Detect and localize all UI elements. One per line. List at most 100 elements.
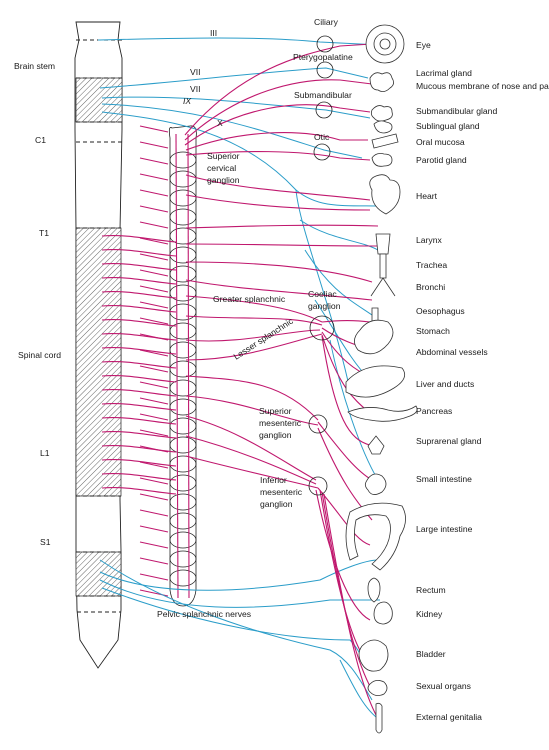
larynx-organ xyxy=(375,233,391,255)
otic-ganglion xyxy=(313,143,331,161)
small-intestine-organ xyxy=(364,473,387,495)
superior-mesenteric-ganglion-circle xyxy=(308,414,328,434)
label-organ: Abdominal vessels xyxy=(416,347,488,357)
chain-ganglion xyxy=(169,227,197,245)
spinal-nerve-stub xyxy=(139,189,169,197)
suprarenal-gland-organ xyxy=(367,435,385,455)
spinal-nerve-stub xyxy=(139,461,169,469)
oral-mucosa-organ xyxy=(371,133,399,149)
pterygopalatine-ganglion xyxy=(316,61,334,79)
coeliac-ganglion-circle xyxy=(309,315,335,341)
label-organ: Pancreas xyxy=(416,406,452,416)
label-inf-mesenteric-1: Inferior xyxy=(260,475,287,485)
chain-ganglion xyxy=(169,265,197,283)
label-sup-mesenteric-1: Superior xyxy=(259,406,292,416)
chain-ganglion xyxy=(169,189,197,207)
label-organ: Oesophagus xyxy=(416,306,465,316)
organ-illustrations xyxy=(345,24,418,734)
label-cn-x: X xyxy=(217,118,223,128)
spinal-nerve-stub xyxy=(139,445,169,453)
chain-ganglion xyxy=(169,474,197,492)
chain-ganglion xyxy=(169,170,197,188)
spinal-nerve-stub xyxy=(139,301,169,309)
label-organ: Lacrimal gland xyxy=(416,68,472,78)
spinal-nerve-stub xyxy=(139,157,169,165)
label-organ: Large intestine xyxy=(416,524,473,534)
lacrimal-gland-organ xyxy=(369,72,394,92)
label-inf-mesenteric-3: ganglion xyxy=(260,499,293,509)
parasympathetic-pathways xyxy=(97,37,381,721)
sympathetic-ramus xyxy=(101,263,177,271)
parotid-gland-organ xyxy=(371,153,393,167)
sympathetic-ramus xyxy=(101,277,177,285)
label-brain-stem: Brain stem xyxy=(14,61,55,71)
chain-ganglion xyxy=(169,341,197,359)
sympathetic-ramus xyxy=(101,431,177,439)
label-cn-ix: IX xyxy=(183,96,191,106)
label-s1: S1 xyxy=(40,537,51,547)
external-genitalia-organ xyxy=(375,702,383,734)
label-coeliac-2: ganglion xyxy=(308,301,341,311)
submandibular-gland-organ xyxy=(370,105,393,122)
label-organ: External genitalia xyxy=(416,712,482,722)
chain-ganglion xyxy=(169,360,197,378)
chain-ganglion xyxy=(169,398,197,416)
sympathetic-ramus xyxy=(101,319,177,327)
trachea-organ xyxy=(379,253,387,279)
label-inf-mesenteric-2: mesenteric xyxy=(260,487,303,497)
large-intestine-organ xyxy=(345,502,406,571)
sympathetic-ramus xyxy=(101,403,177,411)
chain-ganglion xyxy=(169,151,197,169)
label-lesser-splanchnic: Lesser splanchnic xyxy=(232,315,296,361)
label-organ: Submandibular gland xyxy=(416,106,497,116)
spinal-nerve-stub xyxy=(139,397,169,405)
sympathetic-ramus xyxy=(101,375,177,383)
spinal-nerve-stub xyxy=(139,381,169,389)
spinal-nerve-stub xyxy=(139,541,169,549)
label-superior-cervical-3: ganglion xyxy=(207,175,240,185)
spinal-nerve-stub xyxy=(139,205,169,213)
label-cn-vii-b: VII xyxy=(190,84,201,94)
label-pelvic-splanchnic: Pelvic splanchnic nerves xyxy=(157,609,251,619)
spinal-nerve-stub xyxy=(139,349,169,357)
label-superior-cervical-2: cervical xyxy=(207,163,236,173)
chain-ganglion xyxy=(169,569,197,587)
pancreas-organ xyxy=(347,405,418,422)
chain-ganglion xyxy=(169,322,197,340)
label-organ: Larynx xyxy=(416,235,442,245)
label-sup-mesenteric-2: mesenteric xyxy=(259,418,302,428)
spinal-nerve-stub xyxy=(139,477,169,485)
rectum-organ xyxy=(367,577,381,603)
stomach-organ xyxy=(354,319,394,355)
sympathetic-chain xyxy=(168,125,197,607)
spinal-nerve-stub xyxy=(139,429,169,437)
sympathetic-ramus xyxy=(101,291,177,299)
chain-ganglion xyxy=(169,493,197,511)
label-organ: Eye xyxy=(416,40,431,50)
label-organ: Heart xyxy=(416,191,438,201)
chain-ganglion xyxy=(169,246,197,264)
eye-organ xyxy=(365,24,405,64)
sexual-organs-organ xyxy=(367,680,388,696)
label-otic: Otic xyxy=(314,132,330,142)
sacral-hatched-segment xyxy=(75,551,122,597)
sympathetic-rami xyxy=(101,125,177,597)
label-organ: Rectum xyxy=(416,585,446,595)
label-organ: Stomach xyxy=(416,326,450,336)
label-organ: Oral mucosa xyxy=(416,137,465,147)
spinal-nerve-stub xyxy=(139,413,169,421)
spinal-nerve-stub xyxy=(139,141,169,149)
sympathetic-ramus xyxy=(101,235,177,243)
label-spinal-cord: Spinal cord xyxy=(18,350,61,360)
label-organ: Suprarenal gland xyxy=(416,436,482,446)
sympathetic-ramus xyxy=(101,361,177,369)
spinal-nerve-stub xyxy=(139,509,169,517)
label-organ: Sexual organs xyxy=(416,681,471,691)
label-organ: Small intestine xyxy=(416,474,472,484)
label-c1: C1 xyxy=(35,135,46,145)
label-t1: T1 xyxy=(39,228,49,238)
sympathetic-ramus xyxy=(101,347,177,355)
label-pterygopalatine: Pterygopalatine xyxy=(293,52,353,62)
chain-ganglion xyxy=(169,455,197,473)
